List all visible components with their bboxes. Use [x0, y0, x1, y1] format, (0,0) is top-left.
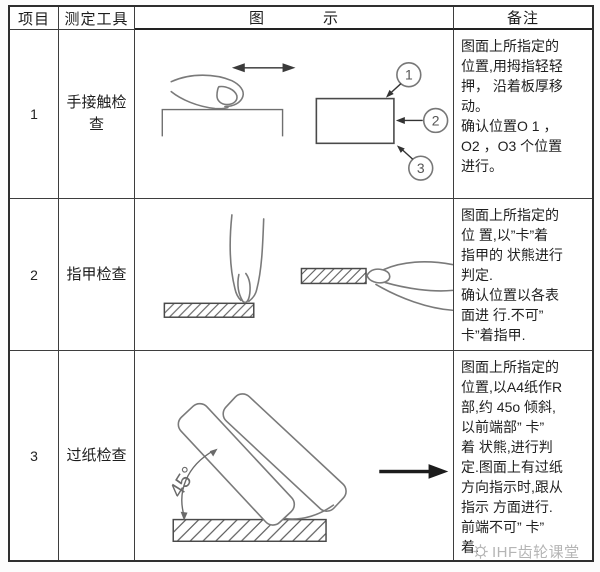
callout-3-label: 3: [417, 160, 425, 176]
row1-tool-label: 手接触检查: [66, 94, 127, 133]
callout-2: 2: [395, 107, 449, 134]
callout-3: 3: [396, 145, 434, 181]
inspection-methods-table: 项目 测定工具 图 示 备注 1 手接触检查: [8, 5, 594, 562]
callout-2-label: 2: [432, 112, 440, 128]
row3-remarks-text: 图面上所指定的 位置,以A4纸作R 部,约 45o 倾斜, 以前端部” 卡” 着…: [461, 359, 563, 555]
header-illustration-label-right: 示: [323, 10, 340, 27]
paper-sheets-icon: [177, 393, 347, 526]
hatched-bar-icon: [163, 302, 255, 318]
header-item: 项目: [10, 7, 59, 30]
row2-item-label: 2: [30, 266, 38, 283]
vertical-finger-icon: [229, 214, 265, 304]
row3-item-label: 3: [30, 447, 38, 464]
row2-illustration: [135, 199, 454, 351]
thumb-finger-icon: [170, 74, 245, 110]
figure-hand-touch-check: 1 2 3: [161, 62, 449, 181]
row2-item-number: 2: [10, 199, 59, 351]
row3-tool: 过纸检查: [59, 351, 135, 560]
header-tool-label: 测定工具: [64, 10, 129, 28]
header-item-label: 项目: [17, 10, 50, 28]
angle-arc: [180, 448, 218, 521]
row3-item-number: 3: [10, 351, 59, 560]
workpiece-rect-icon: [315, 97, 395, 145]
hatched-bar-icon: [172, 518, 327, 543]
row2-remarks: 图面上所指定的 位 置,以”卡”着 指甲的 状熊进行 判定. 确认位置以各表 面…: [454, 199, 592, 351]
hatched-bar-icon: [300, 267, 367, 285]
row2-remarks-text: 图面上所指定的 位 置,以”卡”着 指甲的 状熊进行 判定. 确认位置以各表 面…: [461, 207, 563, 343]
direction-arrow-icon: [379, 464, 449, 479]
callout-1: 1: [385, 62, 422, 98]
row3-illustration: 45°: [135, 351, 454, 560]
header-remarks-label: 备注: [506, 10, 539, 27]
header-illustration: 图 示: [135, 7, 454, 30]
row1-tool: 手接触检查: [59, 30, 135, 199]
row1-remarks-text: 图面上所指定的 位置,用拇指轻轻 押， 沿着板厚移 动。 确认位置O 1 ， O…: [461, 38, 563, 174]
row1-remarks: 图面上所指定的 位置,用拇指轻轻 押， 沿着板厚移 动。 确认位置O 1 ， O…: [454, 30, 592, 199]
row1-illustration: 1 2 3: [135, 30, 454, 199]
callout-1-label: 1: [405, 67, 413, 83]
surface-icon: [161, 108, 284, 137]
header-tool: 测定工具: [59, 7, 135, 30]
row2-tool: 指甲检查: [59, 199, 135, 351]
row3-remarks: 图面上所指定的 位置,以A4纸作R 部,约 45o 倾斜, 以前端部” 卡” 着…: [454, 351, 592, 560]
figure-fingernail-check: [163, 214, 453, 318]
header-remarks: 备注: [454, 7, 592, 30]
figure-paper-pass-check: 45°: [165, 393, 449, 543]
header-illustration-label-left: 图: [248, 10, 265, 27]
double-arrow-icon: [231, 63, 296, 73]
row2-tool-label: 指甲检查: [66, 265, 127, 283]
row3-tool-label: 过纸检查: [66, 446, 127, 464]
row1-item-number: 1: [10, 30, 59, 199]
angle-label: 45°: [165, 463, 201, 502]
row1-item-label: 1: [30, 106, 38, 122]
horizontal-finger-icon: [366, 261, 453, 312]
